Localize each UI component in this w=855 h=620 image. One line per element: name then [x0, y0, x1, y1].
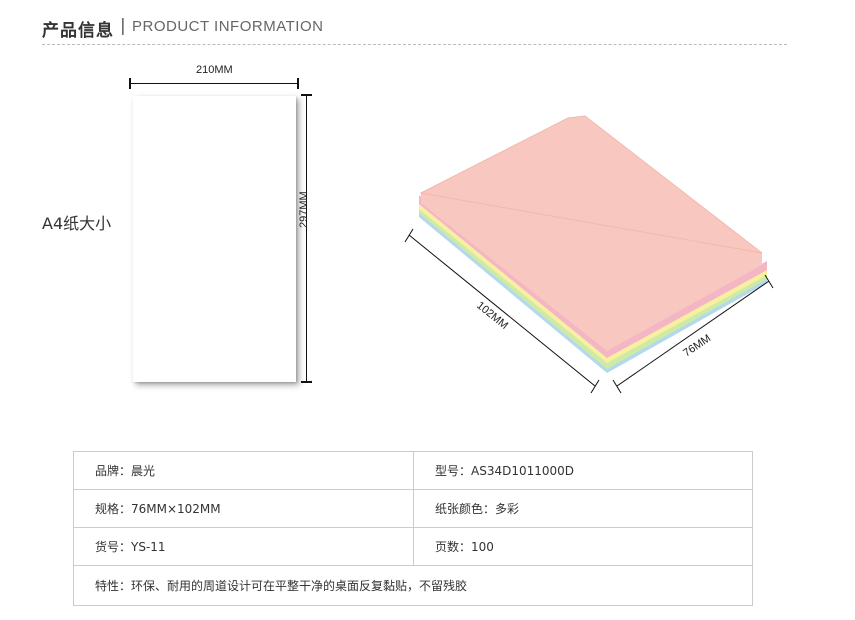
width-dimension-cap-left: [129, 78, 131, 89]
pad-length-label: 102MM: [474, 299, 510, 331]
table-row: 品牌：晨光 型号：AS34D1011000D: [73, 451, 753, 490]
table-row: 特性：环保、耐用的周道设计可在平整干净的桌面反复黏贴，不留残胶: [73, 565, 753, 606]
pad-length-dimension: [404, 228, 600, 394]
pad-top-sheet: [421, 116, 762, 351]
table-row: 规格：76MM×102MM 纸张颜色：多彩: [73, 489, 753, 528]
height-dimension-cap-bottom: [301, 381, 312, 383]
sticky-note-pad-illustration: 102MM 76MM: [404, 115, 774, 394]
a4-height-label: 297MM: [298, 191, 310, 228]
spec-item-no: 货号：YS-11: [73, 527, 414, 566]
height-dimension-line: [306, 95, 307, 382]
section-header: 产品信息 | PRODUCT INFORMATION: [42, 14, 787, 45]
pad-layer-green: [419, 201, 767, 369]
spec-table: 品牌：晨光 型号：AS34D1011000D 规格：76MM×102MM 纸张颜…: [73, 451, 753, 606]
width-dimension-cap-right: [297, 78, 299, 89]
spec-feature: 特性：环保、耐用的周道设计可在平整干净的桌面反复黏贴，不留残胶: [73, 565, 753, 606]
spec-brand: 品牌：晨光: [73, 451, 414, 490]
pad-side-layers: [419, 195, 767, 373]
a4-size-label: A4纸大小: [42, 214, 112, 233]
spec-paper-color: 纸张颜色：多彩: [413, 489, 753, 528]
pad-layer-yellow: [419, 199, 767, 363]
a4-paper-sheet: [133, 96, 296, 382]
height-dimension-cap-top: [301, 94, 312, 96]
spec-pages: 页数：100: [413, 527, 753, 566]
width-dimension-line: [130, 83, 298, 84]
pad-layer-blue: [419, 203, 767, 373]
pad-layer-pink: [419, 195, 767, 358]
section-title-en: PRODUCT INFORMATION: [132, 18, 324, 35]
spec-size: 规格：76MM×102MM: [73, 489, 414, 528]
section-title-cn: 产品信息: [42, 21, 114, 41]
table-row: 货号：YS-11 页数：100: [73, 527, 753, 566]
title-separator: |: [120, 16, 126, 36]
a4-width-label: 210MM: [196, 64, 233, 76]
pad-width-dimension: [612, 274, 774, 394]
pad-width-label: 76MM: [681, 332, 713, 359]
spec-model: 型号：AS34D1011000D: [413, 451, 753, 490]
